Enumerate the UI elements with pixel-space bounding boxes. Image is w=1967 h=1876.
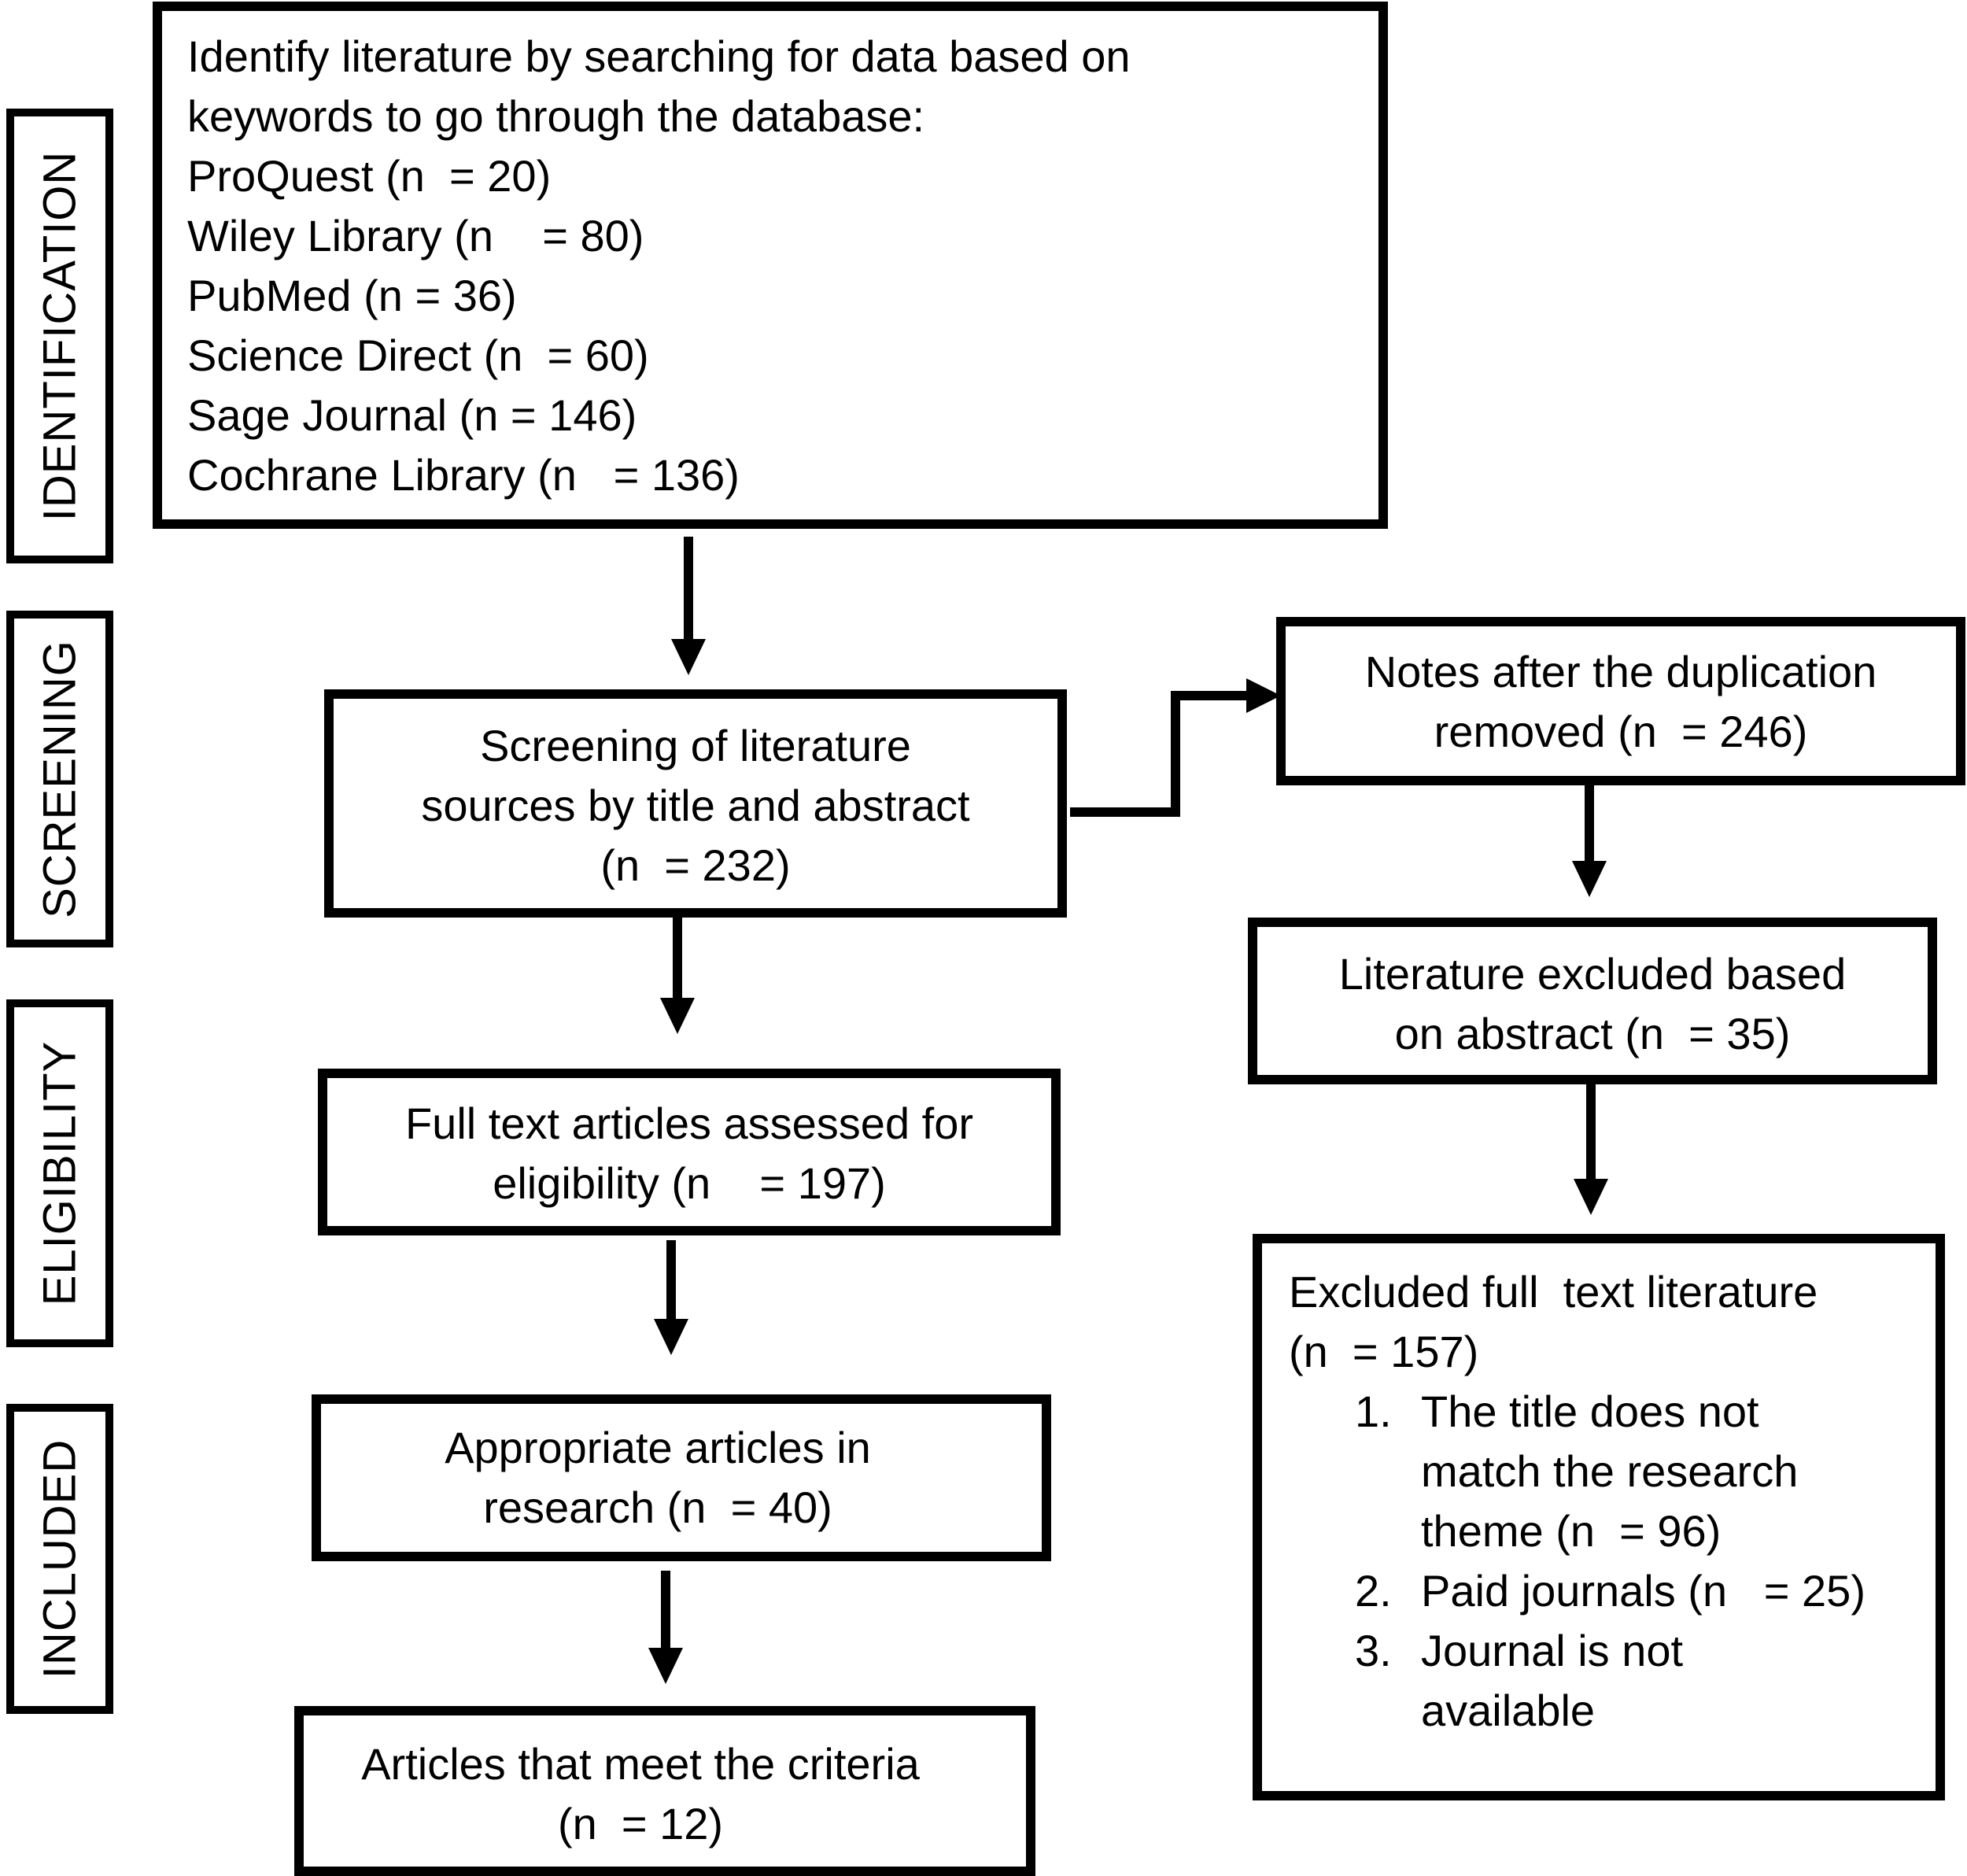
- identify-source-sciencedirect: Science Direct (n = 60): [187, 331, 649, 380]
- arrow-head: [1574, 1179, 1608, 1215]
- screening-box: [324, 689, 1067, 918]
- excluded-abstract-text: Literature excluded based on abstract (n…: [1248, 944, 1937, 1064]
- screening-text: Screening of literature sources by title…: [324, 716, 1067, 896]
- exclusion-reason-number: 1.: [1355, 1387, 1392, 1436]
- screening-line: sources by title and abstract: [421, 781, 970, 830]
- duplicates-box: [1276, 617, 1965, 785]
- stage-screening: SCREENING: [6, 611, 113, 947]
- identify-line: Identify literature by searching for dat…: [187, 31, 1131, 81]
- exclusion-reason-line: Journal is not: [1421, 1626, 1684, 1675]
- duplicates-count: removed (n = 246): [1434, 707, 1808, 756]
- stage-identification: IDENTIFICATION: [6, 109, 113, 563]
- excluded-fulltext-line: Excluded full text literature: [1289, 1267, 1818, 1317]
- eligibility-text: Full text articles assessed for eligibil…: [318, 1094, 1061, 1213]
- excluded-abstract-line: Literature excluded based: [1338, 949, 1847, 999]
- exclusion-reason-item: The title does not match the research th…: [1421, 1382, 1798, 1561]
- identify-source-cochrane: Cochrane Library (n = 136): [187, 450, 740, 500]
- excluded-fulltext-box: [1253, 1234, 1945, 1800]
- identify-source-pubmed: PubMed (n = 36): [187, 271, 517, 320]
- stage-included: INCLUDED: [6, 1404, 113, 1714]
- criteria-box: [294, 1706, 1035, 1876]
- identify-line: keywords to go through the database:: [187, 91, 925, 141]
- stage-eligibility: ELIGIBILITY: [6, 999, 113, 1347]
- criteria-text: Articles that meet the criteria (n = 12): [294, 1734, 987, 1854]
- exclusion-reason-line: theme (n = 96): [1421, 1506, 1722, 1556]
- identify-source-proquest: ProQuest (n = 20): [187, 151, 552, 201]
- identify-box: [153, 2, 1388, 529]
- duplicates-text: Notes after the duplication removed (n =…: [1276, 642, 1965, 762]
- exclusion-reason-line: match the research: [1421, 1446, 1799, 1496]
- appropriate-box: [312, 1394, 1051, 1561]
- arrow-screening-to-duplicates: [1070, 691, 1246, 817]
- eligibility-box: [318, 1069, 1061, 1235]
- eligibility-line: Full text articles assessed for: [404, 1099, 974, 1148]
- arrow-head: [1246, 678, 1281, 713]
- identify-source-wiley: Wiley Library (n = 80): [187, 211, 644, 260]
- arrow-head: [1572, 861, 1607, 897]
- arrow-head: [671, 639, 706, 675]
- excluded-fulltext-title: Excluded full text literature (n = 157): [1289, 1262, 1818, 1382]
- arrow-head: [660, 998, 695, 1034]
- exclusion-reason-line: The title does not: [1421, 1387, 1759, 1436]
- exclusion-reason-line: available: [1421, 1686, 1596, 1735]
- arrow-head: [648, 1648, 683, 1684]
- excluded-abstract-count: on abstract (n = 35): [1394, 1009, 1791, 1058]
- screening-line: Screening of literature: [480, 721, 911, 770]
- duplicates-line: Notes after the duplication: [1364, 647, 1877, 696]
- appropriate-count: research (n = 40): [483, 1483, 832, 1532]
- criteria-line: Articles that meet the criteria: [361, 1739, 920, 1789]
- appropriate-text: Appropriate articles in research (n = 40…: [312, 1418, 1004, 1538]
- exclusion-reason-item: Paid journals (n = 25): [1421, 1561, 1866, 1621]
- arrow-head: [654, 1319, 688, 1355]
- exclusion-reason-number: 3.: [1355, 1626, 1392, 1675]
- screening-count: (n = 232): [600, 840, 791, 890]
- exclusion-reason-line: Paid journals (n = 25): [1421, 1566, 1866, 1616]
- exclusion-reason-item: Journal is not available: [1421, 1621, 1683, 1741]
- exclusion-reason-number: 2.: [1355, 1566, 1392, 1616]
- excluded-fulltext-count: (n = 157): [1289, 1327, 1479, 1376]
- identify-source-sage: Sage Journal (n = 146): [187, 390, 637, 440]
- eligibility-count: eligibility (n = 197): [493, 1158, 886, 1208]
- appropriate-line: Appropriate articles in: [445, 1423, 871, 1472]
- criteria-count: (n = 12): [557, 1799, 724, 1848]
- identify-text: Identify literature by searching for dat…: [187, 27, 1131, 505]
- excluded-abstract-box: [1248, 918, 1937, 1084]
